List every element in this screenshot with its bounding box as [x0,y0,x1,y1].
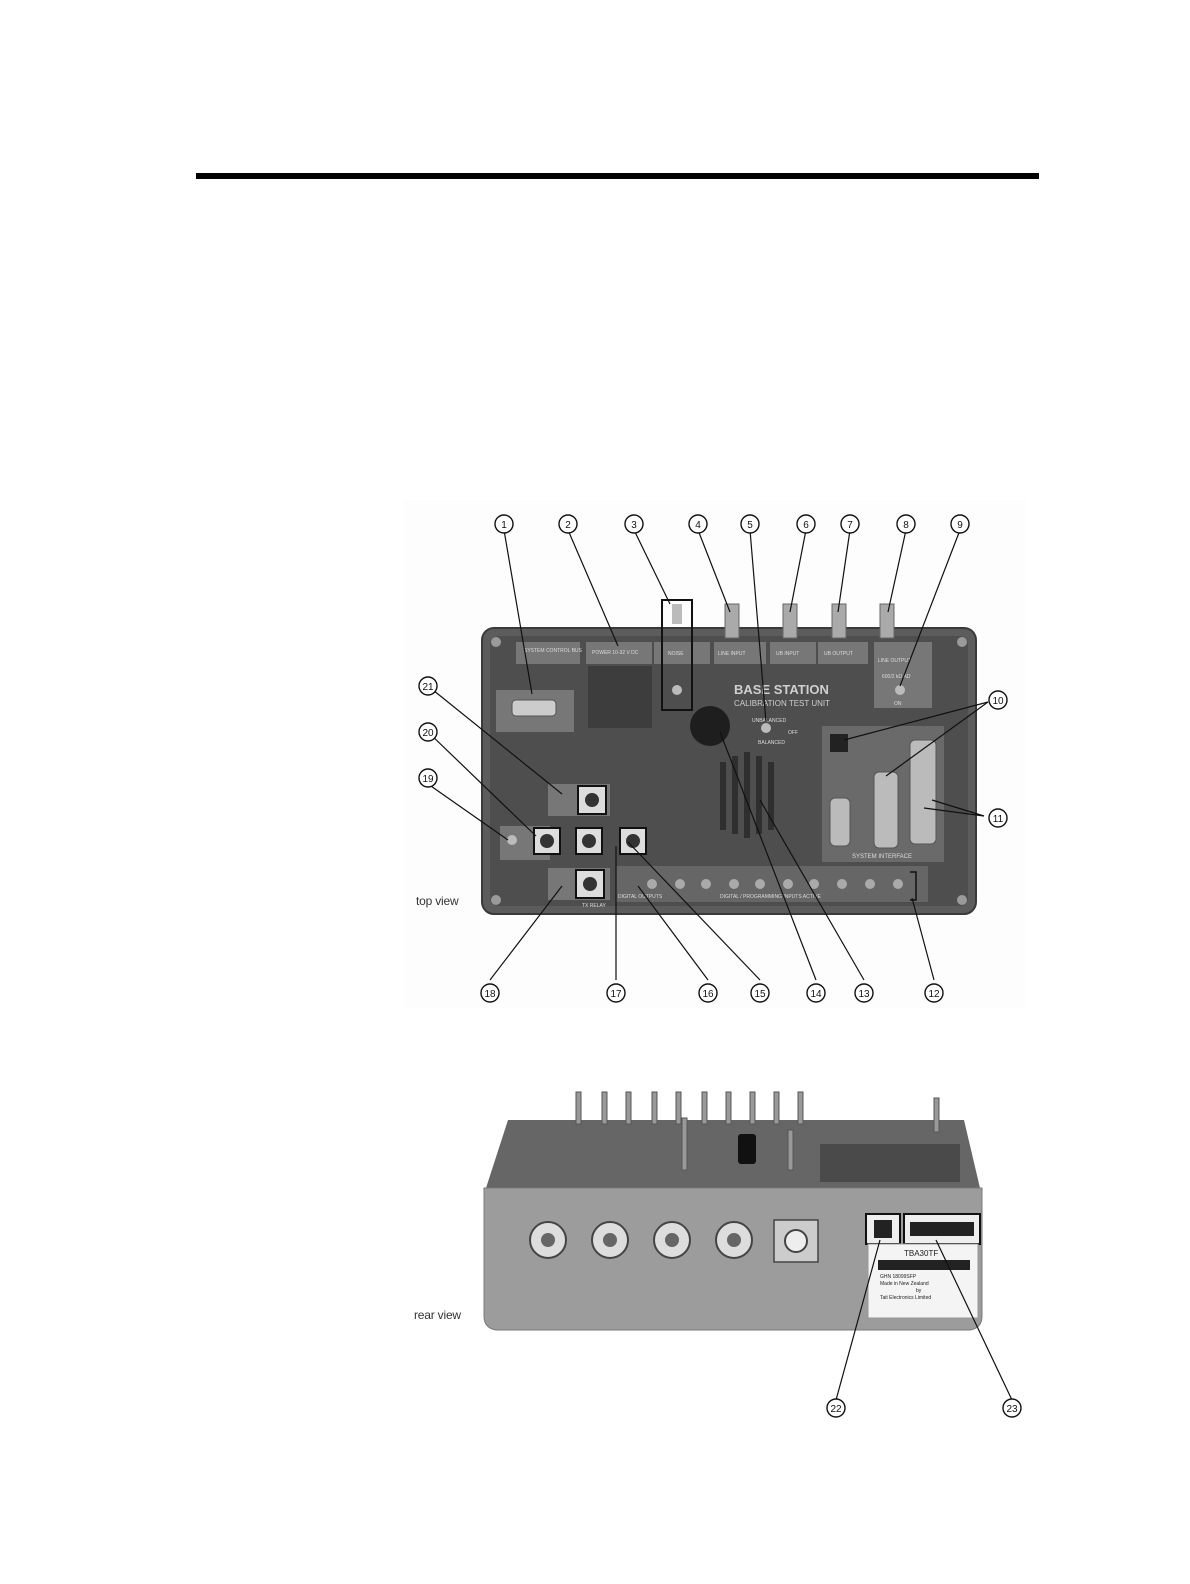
callout-4: 4 [695,520,701,531]
callout-14: 14 [810,989,822,1000]
callout-13: 13 [858,989,870,1000]
callout-19: 19 [422,774,434,785]
header-rule [196,173,1039,179]
label-digital-outputs: DIGITAL OUTPUTS [618,894,663,900]
callout-17: 17 [610,989,622,1000]
callout-8: 8 [903,520,909,531]
label-impedance: 600/2 kΩ AD [882,674,911,680]
label-ub-input: UB INPUT [776,651,799,657]
top-view-illustration: SYSTEM CONTROL BUS POWER 10-32 V DC NOIS… [418,514,1008,1003]
label-noise: NOISE [668,651,684,657]
callout-21: 21 [422,682,434,693]
callout-12: 12 [928,989,940,1000]
callout-7: 7 [847,520,853,531]
label-line-input: LINE INPUT [718,651,746,657]
sticker-line3: Made in New Zealand [880,1281,929,1287]
callout-9: 9 [957,520,963,531]
callout-11: 11 [993,814,1004,825]
label-on: ON [894,701,902,707]
callout-1: 1 [501,520,507,531]
callout-2: 2 [565,520,571,531]
sticker-line2: GHN 18099SFP [880,1274,917,1280]
label-ub-output: UB OUTPUT [824,651,853,657]
callout-10: 10 [992,696,1004,707]
callout-23: 23 [1006,1404,1018,1415]
label-off: OFF [788,730,798,736]
label-line-output: LINE OUTPUT [878,658,911,664]
label-tx-relay: TX RELAY [582,903,606,909]
callout-5: 5 [747,520,753,531]
top-view-figure: SYSTEM CONTROL BUS POWER 10-32 V DC NOIS… [404,500,1026,1008]
callout-6: 6 [803,520,809,531]
callout-16: 16 [702,989,714,1000]
device-title: BASE STATION [734,682,829,697]
callout-15: 15 [754,989,766,1000]
sticker-line4: by [916,1288,922,1294]
label-unbalanced: UNBALANCED [752,718,787,724]
callout-20: 20 [422,728,434,739]
label-digital-inputs: DIGITAL / PROGRAMMING INPUTS ACTIVE [720,894,822,900]
sticker-model: TBA30TF [904,1249,938,1258]
rear-view-illustration: TBA30TF GHN 18099SFP Made in New Zealand… [483,1091,1022,1418]
label-system-control-bus: SYSTEM CONTROL BUS [524,648,583,654]
label-balanced: BALANCED [758,740,785,746]
label-power: POWER 10-32 V DC [592,650,639,656]
rear-view-label: rear view [414,1308,461,1322]
device-subtitle: CALIBRATION TEST UNIT [734,699,830,708]
rear-view-figure: TBA30TF GHN 18099SFP Made in New Zealand… [404,1078,1026,1418]
sticker-line5: Tait Electronics Limited [880,1295,931,1301]
callout-22: 22 [830,1404,842,1415]
callout-18: 18 [484,989,496,1000]
callout-3: 3 [631,520,637,531]
top-view-label: top view [416,894,459,908]
label-system-interface: SYSTEM INTERFACE [852,854,912,860]
